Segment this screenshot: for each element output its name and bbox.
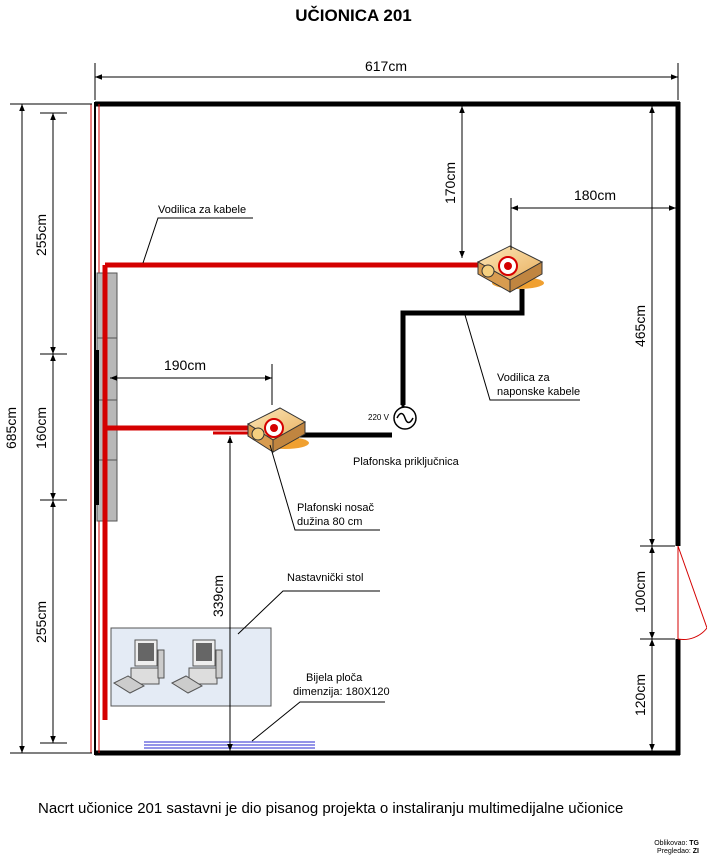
dim-right-lower: 120cm — [632, 674, 648, 716]
dim-left-lower: 255cm — [33, 601, 49, 643]
designed-by: TG — [689, 840, 699, 847]
dim-top-width: 617cm — [365, 58, 407, 74]
dim-proj2-board: 339cm — [210, 575, 226, 617]
label-whiteboard-2: dimenzija: 180X120 — [293, 686, 390, 698]
projector-1 — [476, 245, 544, 293]
label-power-guide-1: Vodilica za — [497, 372, 550, 384]
door — [677, 545, 707, 640]
page-title: UČIONICA 201 — [295, 6, 412, 25]
caption: Nacrt učionice 201 sastavni je dio pisan… — [38, 800, 624, 817]
label-mount-1: Plafonski nosač — [297, 502, 375, 514]
reviewed-label: Pregledao: — [656, 848, 691, 855]
label-power-guide-2: naponske kabele — [497, 386, 580, 398]
dim-proj1-top: 170cm — [442, 162, 458, 204]
reviewed-by: ZI — [692, 848, 699, 855]
dim-proj1-right: 180cm — [574, 187, 616, 203]
leader-lines — [142, 217, 580, 742]
label-whiteboard-1: Bijela ploča — [306, 672, 363, 684]
signoff-block: Oblikovao: TG Pregledao: ZI — [654, 840, 699, 856]
dim-left-middle: 160cm — [33, 407, 49, 449]
label-teacher-desk: Nastavnički stol — [287, 572, 363, 584]
label-mount-2: dužina 80 cm — [297, 516, 362, 528]
cable-guides — [102, 262, 485, 720]
label-cable-guide: Vodilica za kabele — [158, 204, 246, 216]
label-outlet-voltage: 220 V — [368, 413, 390, 422]
dim-proj2-left: 190cm — [164, 357, 206, 373]
computer-2 — [170, 639, 223, 694]
ceiling-outlet — [393, 406, 417, 430]
dim-right-upper: 465cm — [632, 305, 648, 347]
dim-left-total: 685cm — [3, 407, 19, 449]
designed-label: Oblikovao: — [654, 840, 688, 847]
dim-door: 100cm — [632, 571, 648, 613]
dim-left-upper: 255cm — [33, 214, 49, 256]
teacher-desk — [110, 627, 272, 707]
computer-1 — [112, 639, 165, 694]
dimension-lines — [10, 63, 679, 754]
projector-2 — [246, 407, 309, 453]
label-ceiling-outlet: Plafonska priključnica — [353, 456, 460, 468]
